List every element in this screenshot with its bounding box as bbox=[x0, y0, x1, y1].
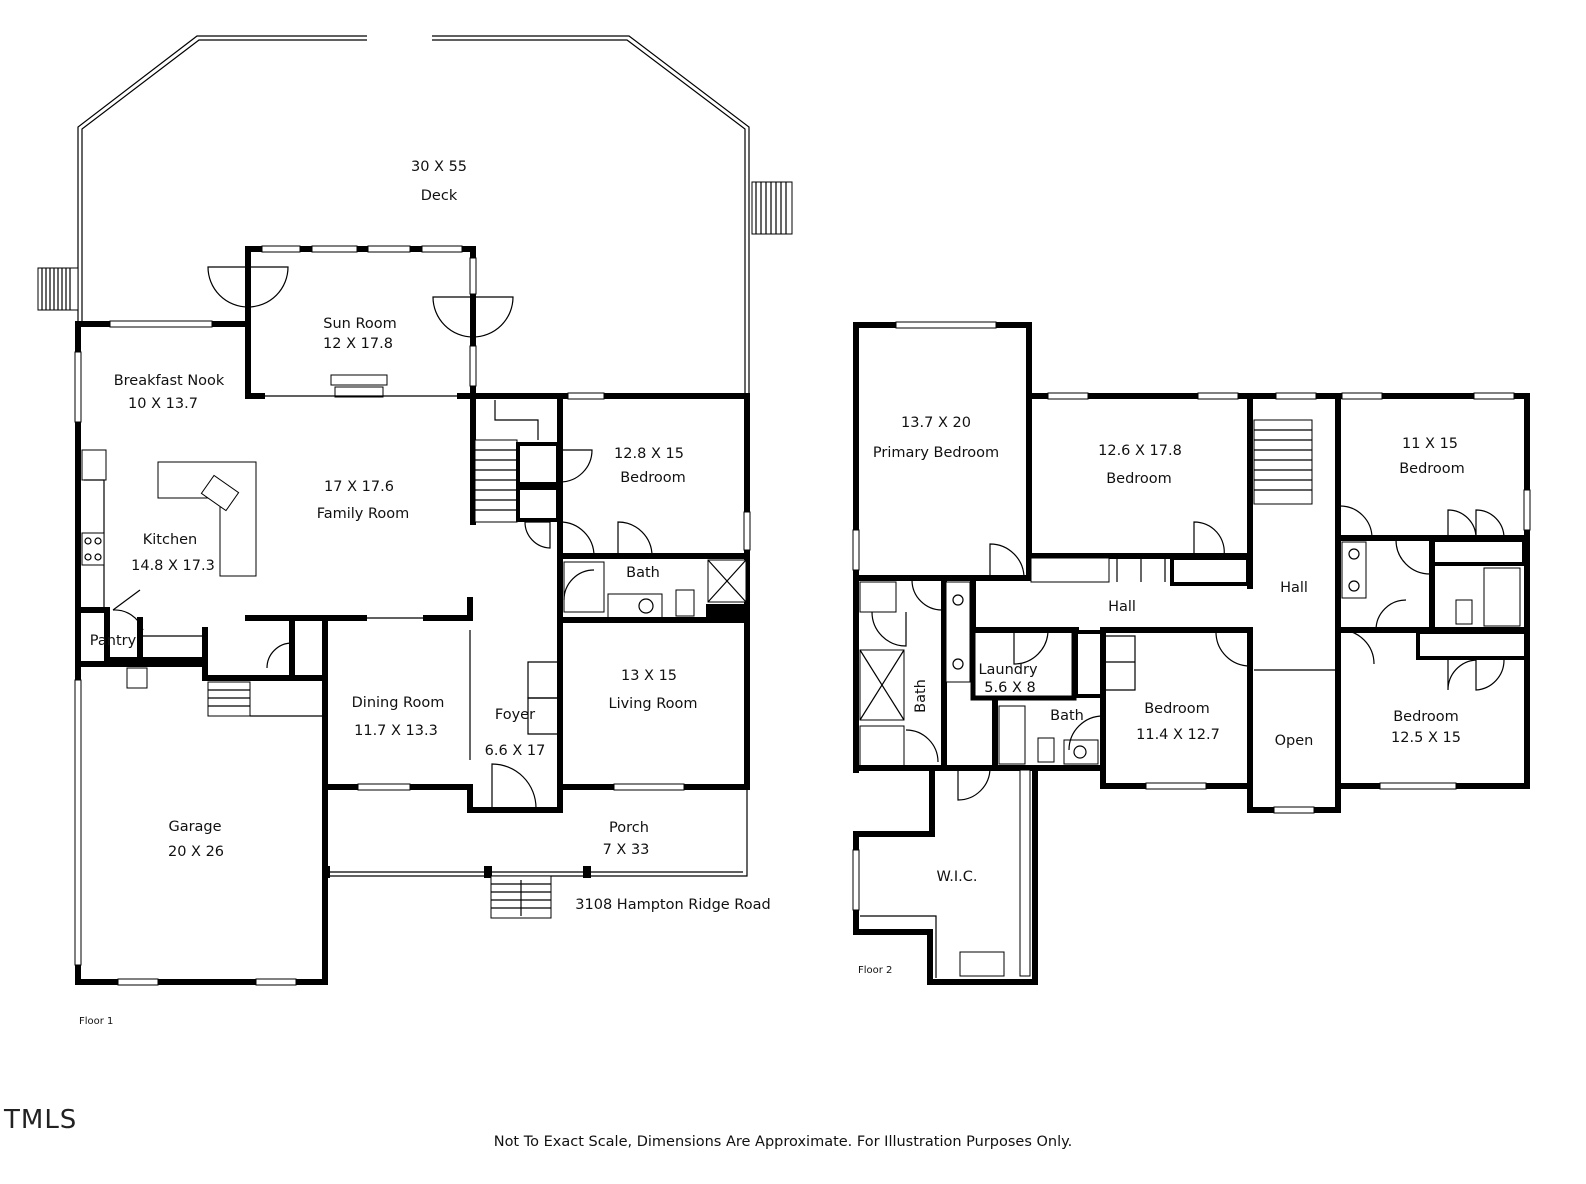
floor-2-plan bbox=[852, 321, 1531, 985]
primary-bedroom-dims: 13.7 X 20 bbox=[901, 415, 971, 431]
sun-room-dims: 12 X 17.8 bbox=[323, 336, 393, 352]
porch-dims: 7 X 33 bbox=[603, 842, 650, 858]
hall-lower-name: Hall bbox=[1108, 599, 1136, 615]
tmls-logo: TMLS bbox=[3, 1105, 77, 1135]
address: 3108 Hampton Ridge Road bbox=[575, 897, 770, 913]
open-name: Open bbox=[1275, 733, 1314, 749]
kitchen-name: Kitchen bbox=[143, 532, 198, 548]
deck-name: Deck bbox=[421, 188, 458, 204]
bedroom-b-dims: 11 X 15 bbox=[1402, 436, 1458, 452]
bath-hall-name: Bath bbox=[1050, 708, 1084, 724]
laundry-dims: 5.6 X 8 bbox=[984, 680, 1035, 696]
bedroom-b-name: Bedroom bbox=[1399, 461, 1465, 477]
bedroom-a-dims: 12.6 X 17.8 bbox=[1098, 443, 1182, 459]
bath-f1-name: Bath bbox=[626, 565, 660, 581]
bedroom-c-name: Bedroom bbox=[1144, 701, 1210, 717]
hall-upper-name: Hall bbox=[1280, 580, 1308, 596]
pantry-name: Pantry bbox=[90, 633, 137, 649]
family-room-name: Family Room bbox=[317, 506, 410, 522]
laundry-name: Laundry bbox=[978, 662, 1038, 678]
breakfast-nook-dims: 10 X 13.7 bbox=[128, 396, 198, 412]
foyer-name: Foyer bbox=[495, 707, 535, 723]
floor-1-label: Floor 1 bbox=[79, 1016, 113, 1027]
disclaimer: Not To Exact Scale, Dimensions Are Appro… bbox=[494, 1134, 1073, 1150]
bath-primary-name: Bath bbox=[913, 679, 929, 713]
family-room-dims: 17 X 17.6 bbox=[324, 479, 394, 495]
bedroom-c-dims: 11.4 X 12.7 bbox=[1136, 727, 1220, 743]
bedroom-a-name: Bedroom bbox=[1106, 471, 1172, 487]
breakfast-nook-name: Breakfast Nook bbox=[114, 373, 225, 389]
kitchen-dims: 14.8 X 17.3 bbox=[131, 558, 215, 574]
bedroom-d-dims: 12.5 X 15 bbox=[1391, 730, 1461, 746]
floor-1-plan bbox=[37, 35, 793, 986]
bedroom-d-name: Bedroom bbox=[1393, 709, 1459, 725]
bedroom-f1-name: Bedroom bbox=[620, 470, 686, 486]
wic-name: W.I.C. bbox=[937, 869, 978, 885]
dining-room-dims: 11.7 X 13.3 bbox=[354, 723, 438, 739]
floor-2-label: Floor 2 bbox=[858, 965, 892, 976]
deck-dims: 30 X 55 bbox=[411, 159, 467, 175]
living-room-dims: 13 X 15 bbox=[621, 668, 677, 684]
porch-name: Porch bbox=[609, 820, 649, 836]
garage-dims: 20 X 26 bbox=[168, 844, 224, 860]
deck-outline bbox=[77, 35, 367, 324]
garage-name: Garage bbox=[168, 819, 221, 835]
primary-bedroom-name: Primary Bedroom bbox=[873, 445, 999, 461]
deck-outline-right bbox=[432, 35, 750, 397]
deck-stairs-right bbox=[751, 181, 793, 235]
foyer-dims: 6.6 X 17 bbox=[485, 743, 546, 759]
dining-room-name: Dining Room bbox=[352, 695, 445, 711]
living-room-name: Living Room bbox=[608, 696, 697, 712]
bedroom-f1-dims: 12.8 X 15 bbox=[614, 446, 684, 462]
sun-room-name: Sun Room bbox=[323, 316, 396, 332]
